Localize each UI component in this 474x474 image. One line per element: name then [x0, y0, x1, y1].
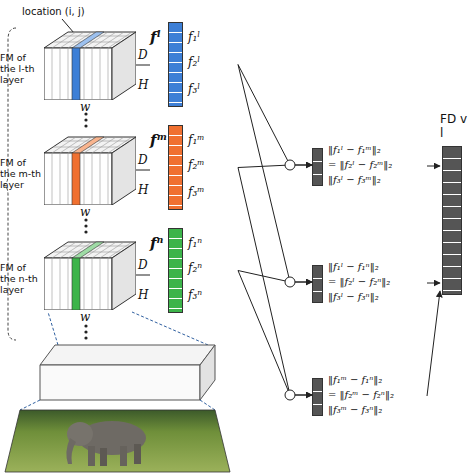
distance-term: ‖f₁ᵐ − f₁ⁿ‖₂ — [328, 374, 382, 385]
fd-title: FD v — [440, 112, 467, 126]
ellipsis-dot — [84, 224, 87, 227]
callout-label: location (i, j) — [22, 6, 85, 17]
feature-map-node: FM of the m-th layer — [44, 135, 136, 205]
ellipsis-dot — [84, 336, 87, 339]
ellipsis-dot — [84, 118, 87, 121]
feature-map-box — [44, 135, 136, 205]
feature-vector-column — [442, 146, 462, 295]
dimension-label: H — [138, 288, 148, 302]
feature-map-box — [44, 30, 136, 100]
feature-vector-node: fᵐ f₁ᵐ f₂ᵐ f₃ᵐ — [150, 125, 238, 210]
distance-term: ‖f₃ˡ − f₃ᵐ‖₂ — [328, 174, 381, 185]
ellipsis-dot — [84, 330, 87, 333]
connector-line — [238, 271, 312, 283]
dimension-label: w — [80, 205, 90, 219]
fd-vector-node: FD vl — [440, 112, 474, 297]
vector-name: fᵐ — [150, 131, 167, 149]
feature-map-box — [44, 240, 136, 310]
distance-term: ‖f₁ˡ − f₁ⁿ‖₂ — [328, 261, 379, 272]
input-block-top — [40, 345, 215, 365]
connector-line — [136, 170, 150, 171]
vector-component: f₃ˡ — [188, 82, 200, 96]
layer-label: FM of the n-th layer — [0, 262, 44, 295]
feature-vector-column — [168, 22, 183, 107]
elephant-leg — [134, 444, 141, 464]
junction-circle — [285, 390, 295, 400]
feature-vector-column — [168, 228, 183, 313]
layer-label: FM of the m-th layer — [0, 157, 44, 190]
vector-component: f₂ˡ — [188, 55, 200, 69]
vector-component: f₁ˡ — [188, 30, 200, 44]
vector-component: f₃ⁿ — [188, 288, 202, 302]
fd-title: l — [440, 126, 443, 140]
distance-term: ‖f₃ˡ − f₃ⁿ‖₂ — [328, 291, 379, 302]
feature-vector-column — [312, 378, 323, 416]
connector-line — [427, 166, 440, 167]
elephant-leg — [88, 446, 95, 466]
elephant-leg — [100, 448, 107, 466]
feature-vector-column — [312, 265, 323, 303]
connector-line — [238, 65, 312, 283]
dimension-label: H — [138, 78, 148, 92]
vector-component: f₁ⁿ — [188, 236, 202, 250]
dimension-label: D — [138, 48, 148, 62]
vector-name: fⁿ — [150, 234, 163, 252]
connector-line — [427, 283, 440, 284]
connector-line — [238, 271, 312, 396]
junction-circle — [285, 277, 295, 287]
projection-line — [200, 400, 215, 410]
distance-term: ‖f₁ˡ − f₁ᵐ‖₂ — [328, 144, 381, 155]
elephant-leg — [120, 446, 127, 466]
feature-vector-node: fⁿ f₁ⁿ f₂ⁿ f₃ⁿ — [150, 228, 238, 313]
ellipsis-dot — [84, 230, 87, 233]
feature-vector-node: fˡ f₁ˡ f₂ˡ f₃ˡ — [150, 22, 238, 107]
projection-line — [48, 312, 58, 345]
feature-vector-column — [168, 125, 183, 210]
feature-map-node: FM of the l-th layer — [44, 30, 136, 100]
connector-line — [238, 168, 312, 396]
distance-vector-node: ‖f₁ᵐ − f₁ⁿ‖₂ = ‖f₂ᵐ − f₂ⁿ‖₂ ‖f₃ᵐ − f₃ⁿ‖₂ — [312, 372, 427, 420]
elephant-trunk — [66, 438, 76, 464]
vector-name: fˡ — [150, 28, 161, 46]
vector-component: f₃ᵐ — [188, 185, 205, 199]
connector-line — [136, 65, 150, 66]
projection-line — [20, 400, 40, 410]
dimension-label: D — [138, 258, 148, 272]
feature-vector-column — [312, 148, 323, 186]
vector-component: f₂ⁿ — [188, 261, 202, 275]
connector-line — [238, 65, 312, 166]
distance-term: = ‖f₂ᵐ − f₂ⁿ‖₂ — [328, 389, 394, 400]
input-photo — [5, 410, 230, 472]
distance-term: = ‖f₂ˡ − f₂ⁿ‖₂ — [328, 276, 390, 287]
ellipsis-dot — [84, 324, 87, 327]
connector-line — [238, 165, 312, 168]
distance-vector-node: ‖f₁ˡ − f₁ⁿ‖₂ = ‖f₂ˡ − f₂ⁿ‖₂ ‖f₃ˡ − f₃ⁿ‖₂ — [312, 259, 427, 307]
vector-component: f₂ᵐ — [188, 158, 205, 172]
distance-term: = ‖f₂ˡ − f₂ᵐ‖₂ — [328, 159, 392, 170]
dimension-label: D — [138, 153, 148, 167]
feature-map-node: FM of the n-th layer — [44, 240, 136, 310]
input-block-side — [200, 345, 215, 400]
connector-line — [427, 291, 440, 396]
connector-line — [136, 275, 150, 276]
junction-circle — [285, 160, 295, 170]
vector-component: f₁ᵐ — [188, 133, 205, 147]
projection-line — [132, 312, 208, 345]
distance-vector-node: ‖f₁ˡ − f₁ᵐ‖₂ = ‖f₂ˡ − f₂ᵐ‖₂ ‖f₃ˡ − f₃ᵐ‖₂ — [312, 142, 427, 190]
dimension-label: w — [80, 100, 90, 114]
distance-term: ‖f₃ᵐ − f₃ⁿ‖₂ — [328, 404, 382, 415]
ellipsis-dot — [84, 124, 87, 127]
dimension-label: w — [80, 310, 90, 324]
input-block-front — [40, 365, 200, 400]
dimension-label: H — [138, 183, 148, 197]
layer-label: FM of the l-th layer — [0, 52, 44, 85]
